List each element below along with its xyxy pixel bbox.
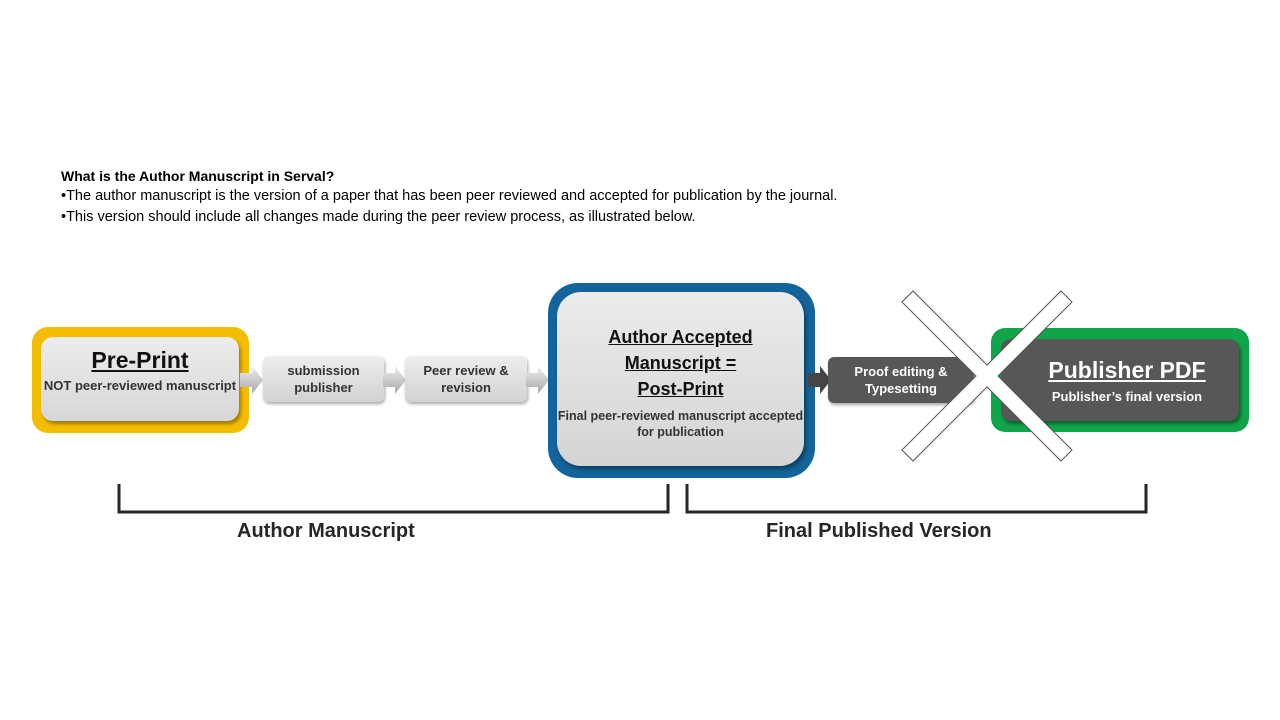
label-final-published: Final Published Version — [766, 520, 992, 542]
intro-bullet-2: •This version should include all changes… — [61, 209, 696, 225]
step-submission: submission publisher — [263, 356, 384, 402]
author-accepted-box: Author Accepted Manuscript = Post-Print … — [557, 292, 804, 466]
intro-text: What is the Author Manuscript in Serval?… — [61, 166, 1061, 228]
step-peer-review: Peer review & revision — [405, 356, 527, 402]
arrow-right-icon — [240, 366, 263, 394]
publisher-title: Publisher PDF — [1048, 357, 1206, 383]
publisher-box: Publisher PDF Publisher’s final version — [1001, 339, 1239, 421]
step-submission-label: submission publisher — [287, 363, 360, 395]
publisher-subtitle: Publisher’s final version — [1051, 389, 1203, 404]
intro-question: What is the Author Manuscript in Serval? — [61, 168, 335, 184]
step-peer-review-label: Peer review & revision — [423, 363, 509, 395]
arrow-right-icon — [526, 366, 549, 394]
author-accepted-title-line3: Post-Print — [637, 379, 724, 399]
intro-bullet-1: •The author manuscript is the version of… — [61, 188, 838, 204]
arrow-right-icon — [808, 366, 831, 394]
author-accepted-subtitle: Final peer-reviewed manuscript accepted … — [557, 409, 804, 439]
step-proof-editing-label: Proof editing & Typesetting — [854, 364, 948, 396]
bracket-author-manuscript — [117, 484, 670, 514]
label-author-manuscript: Author Manuscript — [237, 520, 415, 542]
author-accepted-title: Author Accepted Manuscript = Post-Print — [557, 324, 804, 402]
author-accepted-title-line1: Author Accepted — [608, 327, 753, 347]
preprint-subtitle: NOT peer-reviewed manuscript — [43, 378, 237, 393]
cross-out-icon — [901, 290, 1073, 462]
step-proof-editing: Proof editing & Typesetting — [828, 357, 974, 403]
bracket-final-published — [685, 484, 1148, 514]
preprint-box: Pre-Print NOT peer-reviewed manuscript — [41, 337, 239, 421]
arrow-right-icon — [383, 366, 406, 394]
author-accepted-title-line2: Manuscript = — [624, 353, 737, 373]
preprint-title: Pre-Print — [91, 347, 189, 373]
